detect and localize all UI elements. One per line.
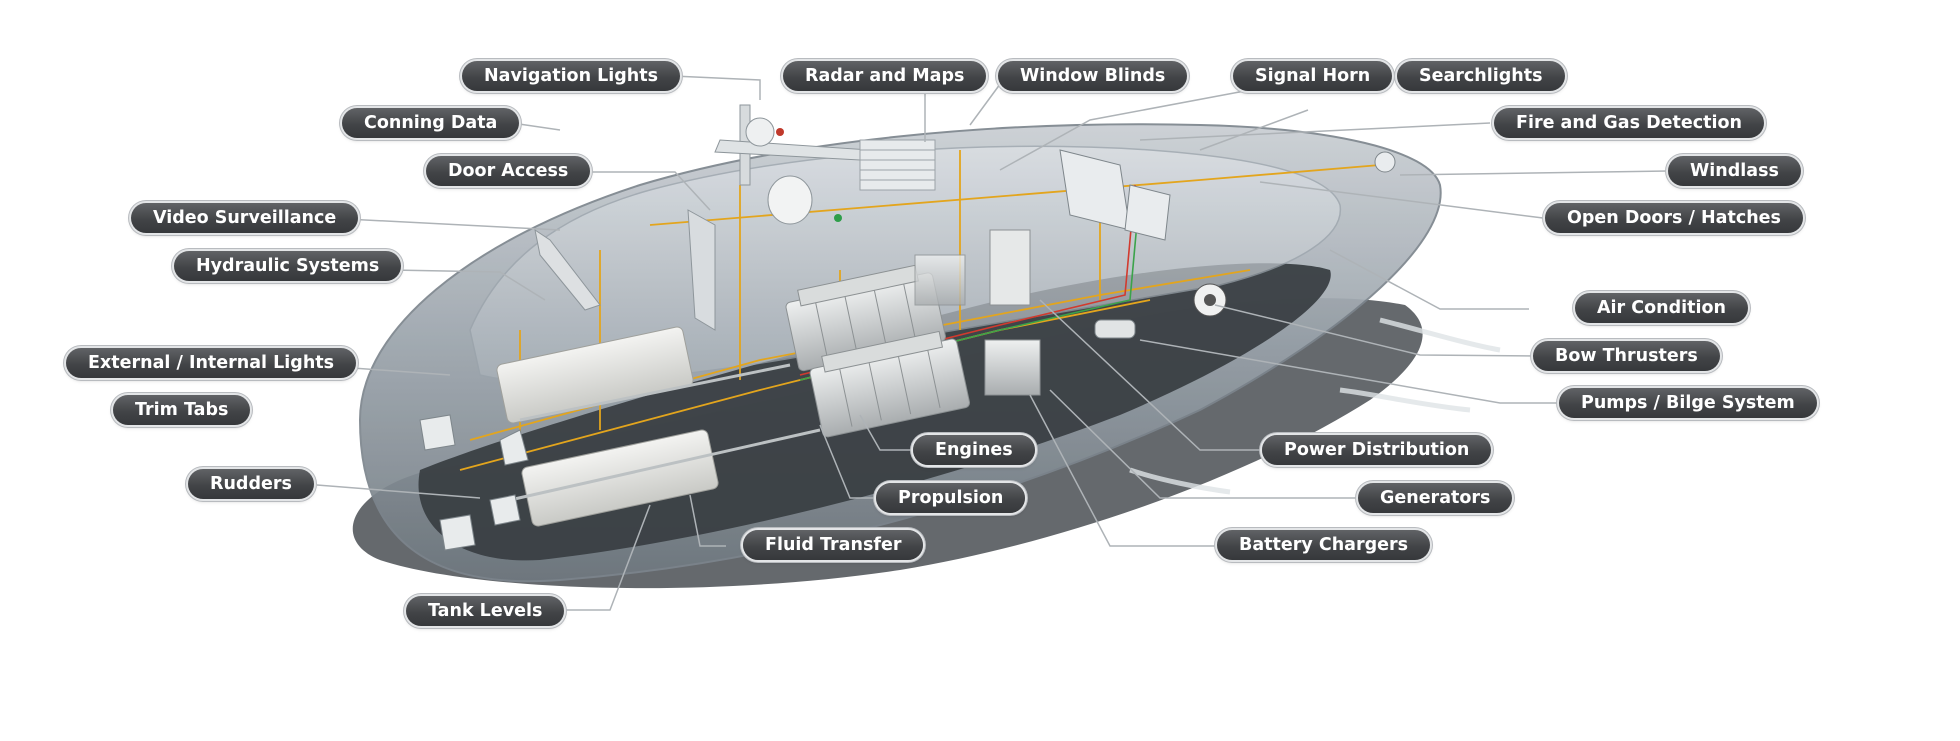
callout-tank-levels[interactable]: Tank Levels <box>406 596 565 626</box>
callout-generators[interactable]: Generators <box>1358 483 1513 513</box>
callout-external-internal-lights[interactable]: External / Internal Lights <box>66 348 357 378</box>
callout-pumps-bilge-system[interactable]: Pumps / Bilge System <box>1559 388 1817 418</box>
callout-engines[interactable]: Engines <box>913 435 1035 465</box>
callout-bow-thrusters[interactable]: Bow Thrusters <box>1533 341 1720 371</box>
callout-power-distribution[interactable]: Power Distribution <box>1262 435 1492 465</box>
callout-hydraulic-systems[interactable]: Hydraulic Systems <box>174 251 402 281</box>
callout-propulsion[interactable]: Propulsion <box>876 483 1026 513</box>
callout-conning-data[interactable]: Conning Data <box>342 108 520 138</box>
generator-unit <box>984 339 1041 396</box>
callout-trim-tabs[interactable]: Trim Tabs <box>113 395 251 425</box>
callout-searchlights[interactable]: Searchlights <box>1397 61 1565 91</box>
callout-window-blinds[interactable]: Window Blinds <box>998 61 1188 91</box>
callout-signal-horn[interactable]: Signal Horn <box>1233 61 1393 91</box>
window-blinds <box>859 139 936 191</box>
hydraulic-davit <box>534 228 601 311</box>
water-ripple <box>1129 317 1501 495</box>
switchboard <box>989 229 1031 306</box>
leader-lines <box>316 75 1669 611</box>
door-panel <box>687 209 716 331</box>
callout-windlass[interactable]: Windlass <box>1668 156 1801 186</box>
callout-video-surveillance[interactable]: Video Surveillance <box>131 203 359 233</box>
callout-navigation-lights[interactable]: Navigation Lights <box>462 61 681 91</box>
callout-fire-and-gas-detection[interactable]: Fire and Gas Detection <box>1494 108 1764 138</box>
rudders-and-tabs <box>419 414 529 551</box>
callout-air-condition[interactable]: Air Condition <box>1575 293 1748 323</box>
callout-rudders[interactable]: Rudders <box>188 469 314 499</box>
mast-and-radar <box>714 104 872 225</box>
engine-lower <box>809 330 970 438</box>
pump-unit <box>1094 319 1136 339</box>
consoles <box>1059 149 1171 241</box>
callout-radar-and-maps[interactable]: Radar and Maps <box>783 61 987 91</box>
charger-unit <box>914 254 966 306</box>
tank-aft <box>521 429 719 527</box>
callout-open-doors-hatches[interactable]: Open Doors / Hatches <box>1545 203 1803 233</box>
callout-fluid-transfer[interactable]: Fluid Transfer <box>743 530 924 560</box>
windlass-gear <box>1374 151 1396 173</box>
shafts <box>509 363 821 502</box>
callout-battery-chargers[interactable]: Battery Chargers <box>1217 530 1431 560</box>
callout-door-access[interactable]: Door Access <box>426 156 591 186</box>
